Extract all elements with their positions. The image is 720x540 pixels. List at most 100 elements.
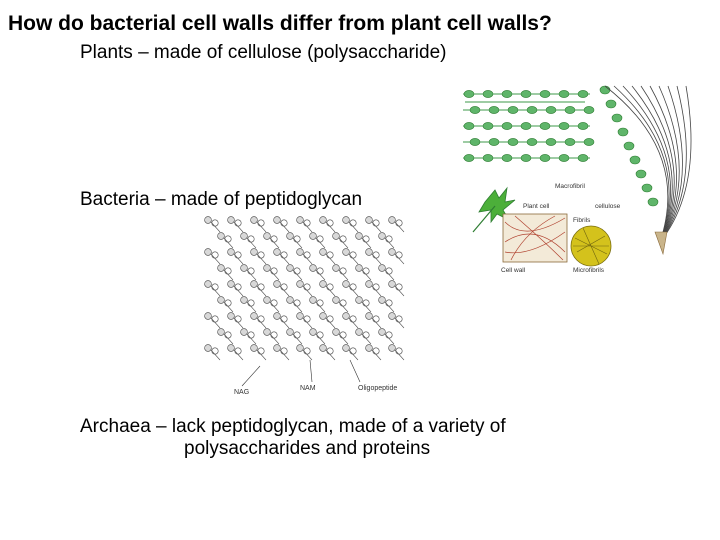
sugar-unit bbox=[342, 248, 350, 256]
sugar-unit bbox=[303, 283, 311, 291]
sugar-unit bbox=[385, 235, 393, 243]
peptide-link bbox=[256, 317, 267, 329]
peptide-link bbox=[315, 333, 326, 345]
sugar-unit bbox=[234, 251, 242, 259]
glucose-unit bbox=[564, 106, 576, 114]
peptide-link bbox=[292, 333, 303, 345]
sugar-unit bbox=[326, 315, 334, 323]
peptide-link bbox=[371, 253, 382, 265]
sugar-unit bbox=[217, 328, 225, 336]
sugar-unit bbox=[227, 280, 235, 288]
glucose-unit bbox=[635, 169, 647, 179]
peptide-link bbox=[302, 253, 313, 265]
sugar-unit bbox=[395, 315, 403, 323]
peptide-link bbox=[279, 349, 290, 361]
sugar-unit bbox=[303, 251, 311, 259]
glucose-unit bbox=[564, 138, 576, 146]
sugar-unit bbox=[303, 315, 311, 323]
peptide-link bbox=[384, 237, 395, 249]
peptide-link bbox=[371, 349, 382, 361]
peptide-link bbox=[269, 301, 280, 313]
glucose-unit bbox=[469, 138, 481, 146]
sugar-unit bbox=[293, 235, 301, 243]
peptide-link bbox=[338, 301, 349, 313]
glucose-unit bbox=[501, 122, 513, 130]
sugar-unit bbox=[385, 267, 393, 275]
sugar-unit bbox=[316, 235, 324, 243]
sugar-unit bbox=[224, 331, 232, 339]
sugar-unit bbox=[388, 280, 396, 288]
glucose-unit bbox=[577, 90, 589, 98]
glucose-unit bbox=[577, 122, 589, 130]
fiber-strand bbox=[659, 85, 692, 243]
peptide-link bbox=[325, 285, 336, 297]
glucose-unit bbox=[507, 106, 519, 114]
peptide-link bbox=[246, 269, 257, 281]
peptide-link bbox=[210, 221, 221, 233]
sugar-unit bbox=[224, 267, 232, 275]
sugar-unit bbox=[339, 331, 347, 339]
peptide-link bbox=[394, 285, 405, 297]
sugar-unit bbox=[257, 347, 265, 355]
sugar-unit bbox=[378, 232, 386, 240]
glucose-unit bbox=[501, 154, 513, 162]
fiber-strand bbox=[659, 85, 683, 243]
sugar-unit bbox=[270, 331, 278, 339]
peptide-link bbox=[394, 253, 405, 265]
sugar-unit bbox=[362, 331, 370, 339]
glucose-unit bbox=[539, 154, 551, 162]
sugar-unit bbox=[211, 219, 219, 227]
label-fibrils: Fibrils bbox=[573, 217, 591, 224]
sugar-unit bbox=[309, 232, 317, 240]
sugar-unit bbox=[339, 235, 347, 243]
peptide-link bbox=[315, 301, 326, 313]
label-microfibrils: Microfibrils bbox=[573, 267, 605, 274]
sugar-unit bbox=[388, 344, 396, 352]
sugar-unit bbox=[273, 248, 281, 256]
sugar-unit bbox=[296, 344, 304, 352]
sugar-unit bbox=[250, 280, 258, 288]
peptide-link bbox=[292, 237, 303, 249]
sugar-unit bbox=[342, 312, 350, 320]
sugar-unit bbox=[339, 267, 347, 275]
fiber-strand bbox=[658, 85, 680, 243]
peptide-link bbox=[338, 237, 349, 249]
glucose-unit bbox=[520, 90, 532, 98]
sugar-unit bbox=[263, 296, 271, 304]
peptide-link bbox=[394, 317, 405, 329]
glucose-unit bbox=[463, 122, 475, 130]
peptide-link bbox=[302, 285, 313, 297]
sugar-unit bbox=[224, 235, 232, 243]
peptide-link bbox=[210, 285, 221, 297]
peptide-link bbox=[348, 349, 359, 361]
glucose-unit bbox=[577, 154, 589, 162]
sugar-unit bbox=[273, 312, 281, 320]
sugar-unit bbox=[372, 315, 380, 323]
peptide-link bbox=[269, 269, 280, 281]
glucose-unit bbox=[641, 183, 653, 193]
sugar-unit bbox=[234, 283, 242, 291]
fiber-strand bbox=[659, 85, 687, 243]
sugar-unit bbox=[309, 328, 317, 336]
peptide-link bbox=[384, 333, 395, 345]
peptide-link bbox=[279, 253, 290, 265]
sugar-unit bbox=[286, 328, 294, 336]
peptide-link bbox=[233, 349, 244, 361]
peptide-link bbox=[361, 237, 372, 249]
peptide-link bbox=[256, 285, 267, 297]
sugar-unit bbox=[378, 328, 386, 336]
sugar-unit bbox=[309, 264, 317, 272]
sugar-unit bbox=[378, 296, 386, 304]
sugar-unit bbox=[342, 280, 350, 288]
peptide-link bbox=[338, 333, 349, 345]
cellulose-chains bbox=[463, 85, 659, 207]
glucose-unit bbox=[526, 138, 538, 146]
peptidoglycan-structure-figure: NAG NAM Oligopeptide bbox=[204, 216, 405, 396]
sugar-unit bbox=[270, 299, 278, 307]
glucose-unit bbox=[488, 106, 500, 114]
sugar-unit bbox=[303, 219, 311, 227]
sugar-unit bbox=[332, 328, 340, 336]
peptide-link bbox=[210, 349, 221, 361]
peptide-link bbox=[302, 221, 313, 233]
sugar-unit bbox=[257, 219, 265, 227]
